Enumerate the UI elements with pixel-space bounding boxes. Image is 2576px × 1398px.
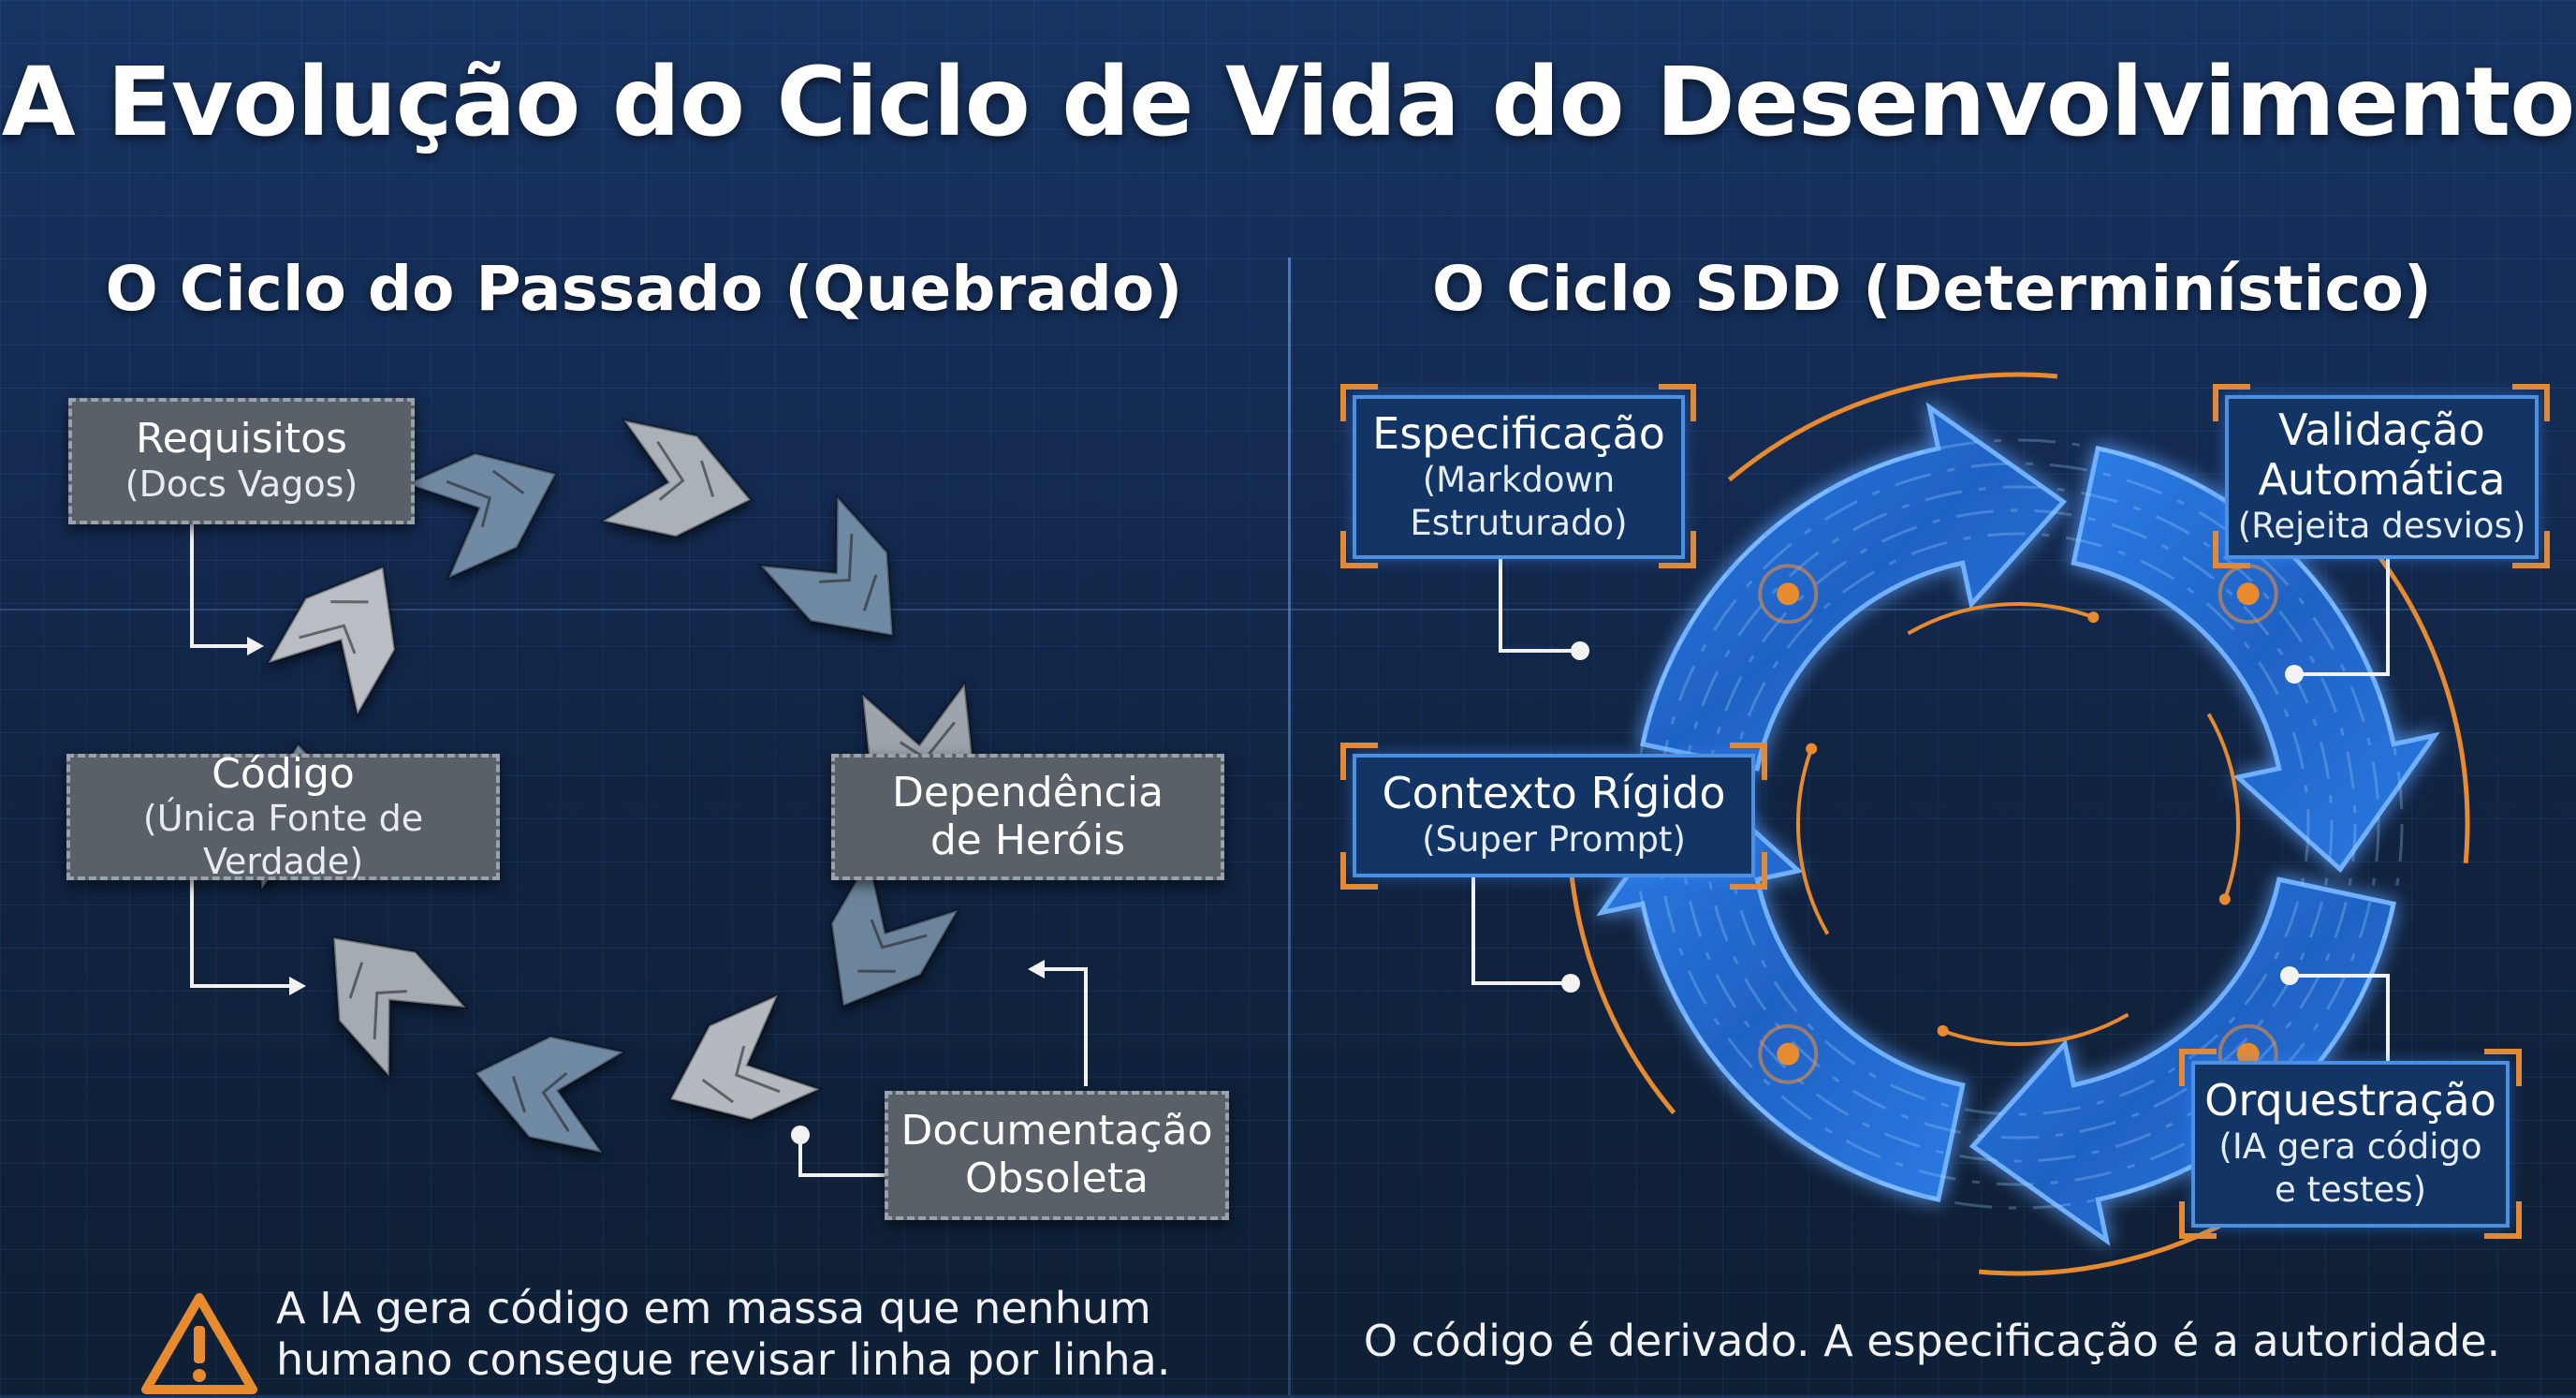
requisitos-box: Requisitos (Docs Vagos) — [68, 398, 415, 524]
broken-arrow-shard — [265, 565, 397, 719]
circuit-node — [2236, 1042, 2260, 1066]
codigo-label: Código — [212, 749, 355, 798]
broken-arrow-shard — [331, 935, 470, 1081]
requisitos-sublabel: (Docs Vagos) — [124, 464, 359, 505]
broken-arrow-shard — [829, 854, 961, 1008]
right-heading: O Ciclo SDD (Determinístico) — [1432, 253, 2432, 325]
especificacao-box: Especificação (Markdown Estruturado) — [1353, 395, 1685, 559]
warning-triangle-icon — [141, 1293, 257, 1394]
sdd-caption: O código é derivado. A especificação é a… — [1363, 1316, 2501, 1366]
broken-arrow-shard — [473, 1035, 628, 1155]
documentacao-box: Documentação Obsoleta — [885, 1091, 1229, 1220]
sdd-cycle-arrow — [1596, 774, 1966, 1203]
circuit-node-ring — [1758, 564, 1819, 625]
inner-orbit-arc — [2206, 713, 2240, 901]
inner-orbit-arc — [1796, 747, 1830, 935]
especificacao-label: Especificação — [1372, 407, 1665, 459]
left-heading: O Ciclo do Passado (Quebrado) — [105, 253, 1183, 325]
broken-arrow-shard — [402, 451, 559, 581]
inner-orbit-arc — [1907, 602, 2095, 636]
documentacao-label-line2: Obsoleta — [965, 1155, 1149, 1202]
warning-text: A IA gera código em massa que nenhum hum… — [276, 1283, 1171, 1386]
center-divider — [1288, 258, 1291, 1395]
especificacao-sublabel-line1: (Markdown — [1422, 459, 1616, 500]
validacao-label-line2: Automática — [2258, 454, 2506, 506]
contexto-label: Contexto Rígido — [1382, 768, 1726, 819]
broken-arrow-shard — [598, 418, 754, 538]
warning-text-line1: A IA gera código em massa que nenhum — [276, 1283, 1151, 1333]
sdd-cycle-arrow — [1639, 402, 2068, 772]
orbit-arc-head — [1806, 743, 1818, 755]
validacao-label-line1: Validação — [2278, 405, 2485, 456]
circuit-node — [1777, 582, 1800, 606]
orbit-arc — [1727, 372, 2058, 482]
warning-text-line2: humano consegue revisar linha por linha. — [276, 1334, 1171, 1386]
contexto-sublabel: (Super Prompt) — [1422, 819, 1686, 861]
circuit-trace — [1726, 532, 2310, 1116]
orbit-arc-head — [2218, 893, 2231, 905]
validacao-sublabel: (Rejeita desvios) — [2237, 506, 2526, 547]
dependencia-label-line1: Dependência — [891, 768, 1164, 817]
orquestracao-box: Orquestração (IA gera código e testes) — [2191, 1061, 2510, 1228]
inner-orbit-arc — [1941, 1012, 2130, 1046]
codigo-box: Código (Única Fonte de Verdade) — [66, 749, 500, 882]
circuit-node — [1777, 1042, 1800, 1066]
validacao-box: Validação Automática (Rejeita desvios) — [2225, 395, 2539, 559]
contexto-box: Contexto Rígido (Super Prompt) — [1353, 754, 1755, 877]
codigo-sublabel: (Única Fonte de Verdade) — [142, 798, 424, 882]
circuit-trace — [1703, 508, 2334, 1140]
orbit-arc-head — [1937, 1024, 1949, 1037]
orquestracao-label: Orquestração — [2204, 1075, 2496, 1126]
page-title: A Evolução do Ciclo de Vida do Desenvolv… — [1, 47, 2576, 158]
documentacao-label-line1: Documentação — [900, 1107, 1213, 1155]
circuit-node — [2236, 582, 2260, 606]
especificacao-sublabel-line2: Estruturado) — [1410, 502, 1628, 543]
dependencia-label-line2: de Heróis — [929, 816, 1126, 864]
orquestracao-sublabel-line1: (IA gera código — [2218, 1126, 2482, 1168]
broken-arrow-shard — [667, 992, 824, 1122]
orbit-arc-head — [2087, 611, 2100, 624]
requisitos-label: Requisitos — [136, 415, 347, 464]
orbit-arc — [2360, 533, 2470, 864]
orquestracao-sublabel-line2: e testes) — [2274, 1170, 2427, 1211]
broken-arrow-shard — [756, 493, 895, 638]
dependencia-box: Dependência de Heróis — [831, 754, 1224, 880]
circuit-node-ring — [1758, 1023, 1819, 1084]
